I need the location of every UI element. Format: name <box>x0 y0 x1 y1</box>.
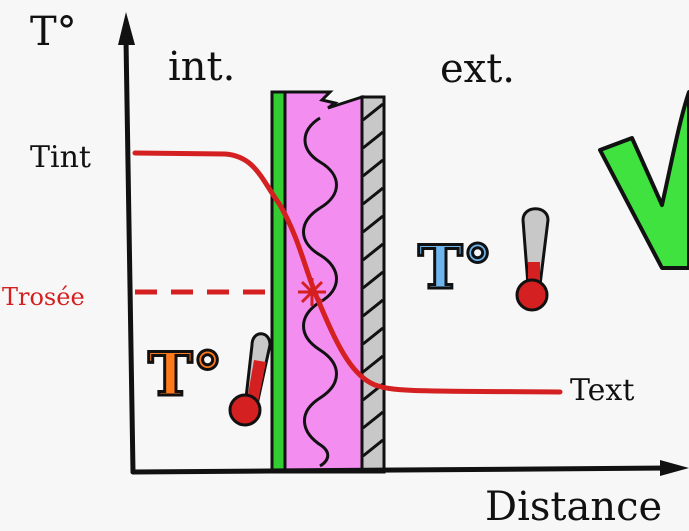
x-axis <box>130 465 673 475</box>
outside-thermometer: T° <box>417 207 550 312</box>
t-rosee-label: Trosée <box>2 283 85 311</box>
outside-temp-symbol: T° <box>418 233 493 303</box>
x-axis-arrow <box>660 460 689 476</box>
inside-thermometer: T° <box>147 332 272 427</box>
thermometer-icon <box>515 207 550 312</box>
interior-label: int. <box>168 44 235 90</box>
cladding-hatch <box>362 102 384 458</box>
t-ext-label: Text <box>570 373 634 408</box>
thermometer-icon <box>228 332 272 427</box>
axes <box>118 12 689 476</box>
dew-point-marker <box>298 278 326 306</box>
exterior-label: ext. <box>440 46 515 92</box>
wall <box>270 90 386 474</box>
temperature-curve <box>132 150 563 395</box>
y-axis <box>123 37 136 475</box>
y-axis-label: T° <box>30 9 77 55</box>
x-axis-label: Distance <box>485 484 662 530</box>
inside-temp-symbol: T° <box>148 340 223 410</box>
insulation-layer <box>283 90 364 474</box>
check-mark-icon <box>598 90 689 270</box>
y-axis-arrow <box>118 12 135 45</box>
green-layer <box>270 90 287 474</box>
t-int-label: Tint <box>30 140 91 175</box>
